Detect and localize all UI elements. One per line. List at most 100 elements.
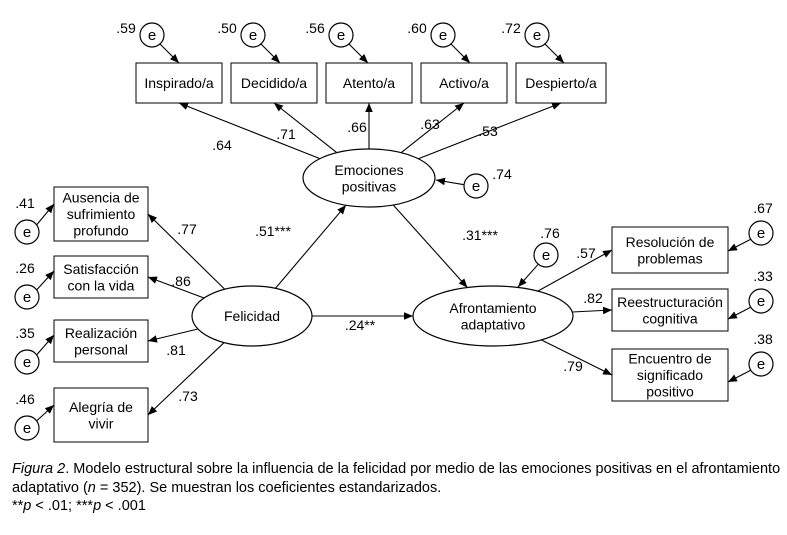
loading-felicidad-1: .77 [177,221,197,237]
caption-text-2: = 352). Se muestran los coeficientes est… [95,479,442,496]
error-felicidad-1 [14,219,40,245]
loading-arrow-emociones-5 [418,102,562,160]
error-value-afrontamiento-3: .38 [753,331,773,347]
error-afrontamiento-3-label: e [757,356,765,373]
indicator-felicidad-4-line-2: vivir [89,415,114,431]
figure-label: Figura 2 [12,461,66,477]
error-arrow-afrontamiento-3 [727,369,751,383]
indicator-felicidad-2-line-1: Satisfacción [63,261,138,277]
residual-arrow-emociones [435,177,465,186]
indicator-felicidad-4-line-1: Alegría de [69,399,133,415]
indicator-felicidad-1-line-1: Ausencia de [62,190,139,206]
error-emociones-5 [524,22,550,48]
indicator-emociones-3 [325,62,413,104]
error-arrow-afrontamiento-2 [727,306,751,320]
loading-emociones-3: .66 [347,119,367,135]
indicator-afrontamiento-1-line-2: problemas [637,250,702,266]
caption-main: Figura 2. Modelo estructural sobre la in… [12,460,782,497]
error-value-afrontamiento-1: .67 [753,200,773,216]
indicator-afrontamiento-1 [611,226,729,274]
loading-arrow-afrontamiento-2 [572,306,613,315]
indicator-afrontamiento-3 [611,348,729,402]
sig-prefix-2: *** [76,498,94,514]
structural-model-diagram: EmocionespositivasFelicidadAfrontamiento… [14,20,774,443]
error-arrow-felicidad-2 [36,270,55,291]
loading-arrow-felicidad-4 [147,342,225,416]
path-coef-felicidad-emociones: .51*** [255,223,291,239]
error-value-felicidad-4: .46 [15,391,35,407]
error-afrontamiento-3 [748,351,774,377]
loading-arrow-felicidad-1 [147,213,226,290]
latent-afrontamiento [412,285,574,347]
indicator-felicidad-3-line-1: Realización [65,325,137,341]
edges-layer [36,43,751,422]
indicator-felicidad-4 [53,387,149,443]
latent-felicidad-line-1: Felicidad [224,308,280,324]
indicator-emociones-1-line-1: Inspirado/a [144,75,213,91]
latent-afrontamiento-line-2: adaptativo [461,316,526,332]
indicator-felicidad-1 [53,186,149,242]
indicator-felicidad-1-line-2: sufrimiento [67,206,136,222]
error-felicidad-3-label: e [23,354,31,371]
indicator-afrontamiento-1-line-1: Resolución de [626,234,715,250]
residual-arrow-afrontamiento [517,263,539,288]
error-emociones-1 [139,22,165,48]
error-arrow-afrontamiento-1 [727,238,751,252]
indicator-emociones-5-line-1: Despierto/a [525,75,597,91]
loading-emociones-5: .53 [478,123,498,139]
loading-arrow-afrontamiento-3 [541,339,613,376]
p-symbol-2: p [93,498,102,514]
error-afrontamiento-2 [748,288,774,314]
loading-arrow-emociones-2 [273,102,338,154]
error-value-emociones-1: .59 [116,20,136,36]
loading-felicidad-4: .73 [178,388,198,404]
error-emociones-4-label: e [439,27,447,44]
path-coef-felicidad-afrontamiento: .24** [345,317,376,333]
indicator-afrontamiento-3-line-3: positivo [646,384,694,400]
residual-value-afrontamiento: .76 [540,225,560,241]
significance-note: **p < .01; ***p < .001 [12,497,782,516]
error-value-emociones-4: .60 [407,20,427,36]
indicator-afrontamiento-3-line-1: Encuentro de [628,351,711,367]
indicator-afrontamiento-3-line-2: significado [637,367,703,383]
indicator-felicidad-1-line-3: profundo [73,223,128,239]
residual-value-emociones: .74 [492,166,512,182]
error-value-felicidad-2: .26 [15,260,35,276]
indicator-afrontamiento-2 [611,288,729,332]
error-felicidad-2 [14,284,40,310]
error-arrow-emociones-2 [260,43,281,64]
sig-suffix-2: < .001 [101,498,146,514]
error-emociones-4 [430,22,456,48]
error-arrow-emociones-3 [348,43,369,64]
path-arrow-emociones-afrontamiento [392,204,468,288]
sig-prefix-1: ** [12,498,24,514]
error-value-emociones-5: .72 [501,20,521,36]
p-symbol-1: p [23,498,32,514]
error-arrow-felicidad-3 [36,334,55,356]
loading-emociones-4: .63 [420,116,440,132]
error-value-felicidad-1: .41 [15,195,35,211]
error-felicidad-4 [14,415,40,441]
indicator-emociones-5 [515,62,607,104]
residual-emociones-label: e [472,178,480,195]
error-afrontamiento-1 [748,220,774,246]
indicator-emociones-2 [230,62,318,104]
error-arrow-felicidad-1 [36,203,55,226]
indicator-emociones-4 [420,62,508,104]
indicator-felicidad-3 [53,319,149,363]
error-emociones-2-label: e [249,27,257,44]
error-afrontamiento-2-label: e [757,293,765,310]
error-felicidad-3 [14,349,40,375]
error-felicidad-1-label: e [23,224,31,241]
error-arrow-emociones-4 [450,43,471,64]
loading-afrontamiento-3: .79 [563,358,583,374]
error-emociones-3-label: e [337,27,345,44]
loading-arrow-felicidad-3 [147,328,199,343]
loading-afrontamiento-2: .82 [583,290,603,306]
error-afrontamiento-1-label: e [757,225,765,242]
path-coef-emociones-afrontamiento: .31*** [462,227,498,243]
indicator-felicidad-2-line-2: con la vida [68,277,135,293]
latent-felicidad [191,285,313,347]
n-symbol: n [87,479,96,496]
residual-emociones [463,173,489,199]
